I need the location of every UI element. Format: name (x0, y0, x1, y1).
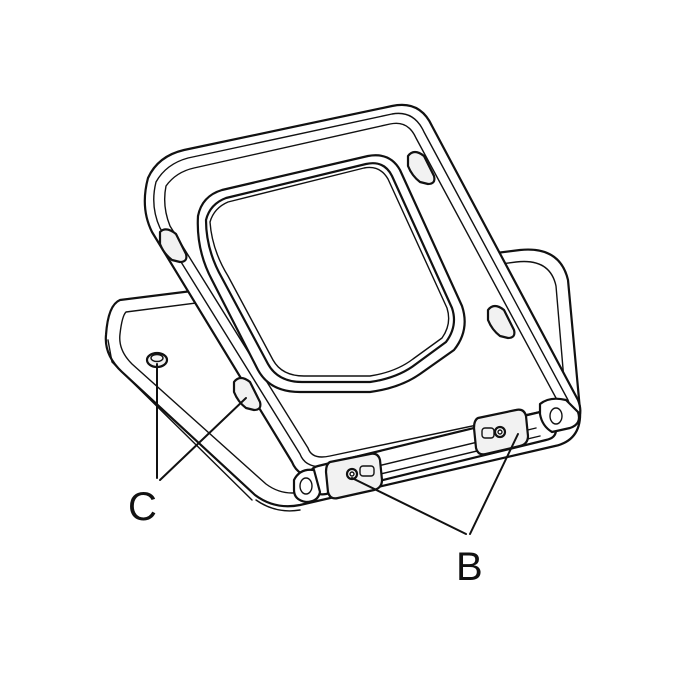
lid-bumper-bottom-right (486, 304, 516, 340)
base-bumper-left (145, 351, 169, 369)
lid-bumper-top-left (158, 228, 188, 264)
leader-lines-b (351, 433, 519, 535)
leader-lines-c (156, 363, 247, 481)
callout-label-c: C (128, 485, 157, 529)
callout-label-b: B (456, 545, 483, 589)
hinge-cap-left (292, 468, 322, 504)
hinge-cap-right (538, 397, 581, 434)
hinge-b-left (324, 452, 384, 500)
lid (143, 103, 582, 479)
lid-bumper-top-right (406, 150, 436, 186)
